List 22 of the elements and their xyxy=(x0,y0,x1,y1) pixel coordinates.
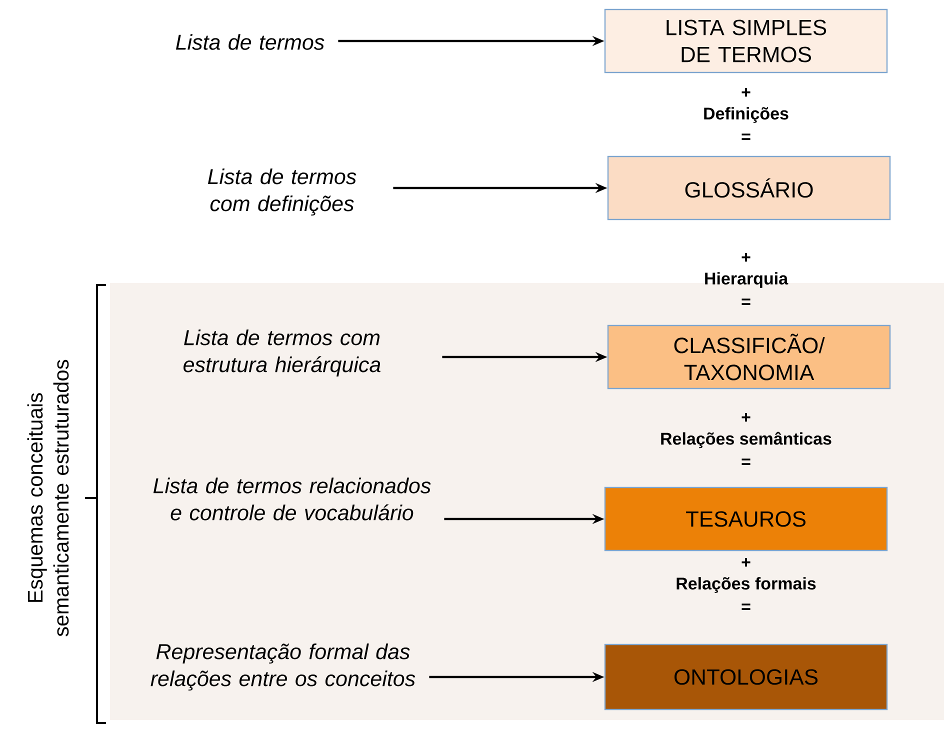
description-text: Lista de termos com definições xyxy=(208,168,356,216)
step-label: Definições xyxy=(704,107,788,123)
concept-box: LISTA SIMPLES DE TERMOS xyxy=(604,8,888,74)
description-text: Lista de termos com estrutura hierárquica xyxy=(184,330,380,377)
concept-box: ONTOLOGIAS xyxy=(604,644,888,710)
operator-sign: + xyxy=(742,88,750,97)
concept-box: CLASSIFICÃO/ TAXONOMIA xyxy=(607,324,891,390)
step-label: Hierarquia xyxy=(705,272,788,288)
description-text: Lista de termos relacionados e controle de vocabulário xyxy=(153,478,431,520)
operator-sign: = xyxy=(742,458,750,465)
description-text: Lista de termos xyxy=(176,34,324,50)
operator-sign: = xyxy=(742,298,750,305)
operator-sign: = xyxy=(742,604,750,610)
concept-box: GLOSSÁRIO xyxy=(607,156,891,220)
operator-sign: = xyxy=(742,134,750,140)
operator-sign: + xyxy=(742,253,750,262)
description-text: Representação formal das relações entre os conceitos xyxy=(150,644,416,691)
bracket-label: Esquemas conceituais semanticamente estruturados xyxy=(27,360,69,636)
operator-sign: + xyxy=(742,413,750,422)
concept-box: TESAUROS xyxy=(604,486,888,552)
step-label: Relações semânticas xyxy=(661,432,832,448)
step-label: Relações formais xyxy=(676,577,816,593)
